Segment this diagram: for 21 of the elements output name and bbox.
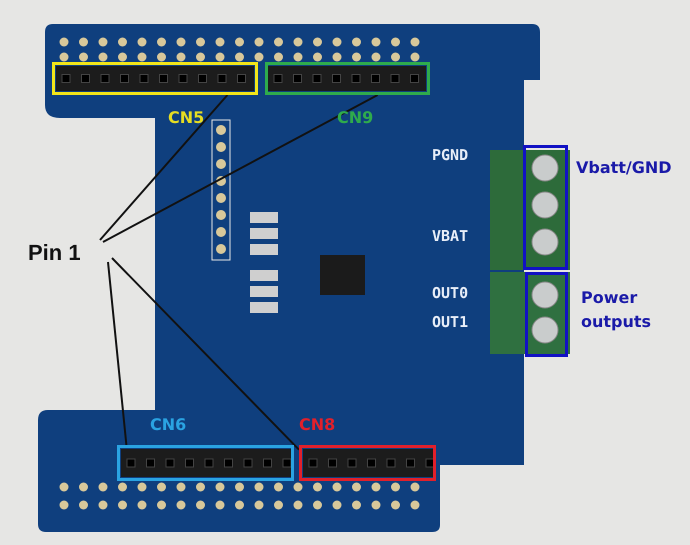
- connector-outline: [525, 272, 568, 357]
- connector-outline: [299, 445, 436, 481]
- connector-label: Power outputs: [581, 287, 652, 333]
- connector-label: CN8: [299, 415, 336, 434]
- leader-line: [107, 262, 128, 446]
- silkscreen-label: PGND: [432, 146, 468, 164]
- silkscreen-label: OUT1: [432, 313, 468, 331]
- leader-line: [102, 94, 378, 243]
- silkscreen-label: OUT0: [432, 284, 468, 302]
- connector-label: CN9: [337, 108, 374, 127]
- connector-label: Vbatt/GND: [576, 158, 672, 177]
- callout-label: Pin 1: [28, 240, 94, 270]
- connector-outline: [117, 445, 294, 481]
- connector-outline: [265, 62, 430, 95]
- silkscreen-label: VBAT: [432, 227, 468, 245]
- connector-outline: [52, 62, 258, 95]
- connector-outline: [523, 145, 568, 270]
- leader-line: [99, 94, 228, 241]
- connector-label: CN5: [168, 108, 204, 127]
- connector-label: CN6: [150, 415, 186, 434]
- leader-line: [111, 257, 300, 450]
